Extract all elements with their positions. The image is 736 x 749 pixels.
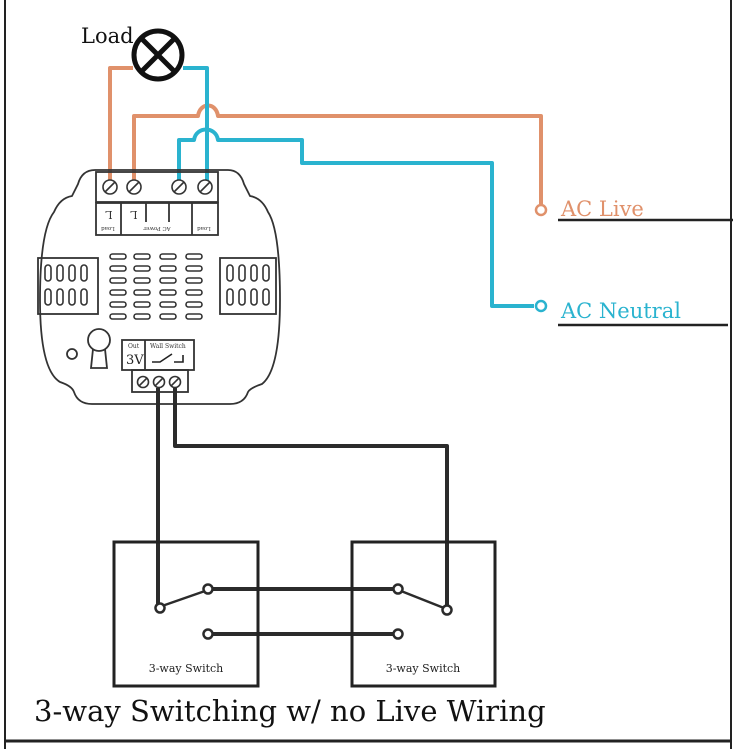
switch-right-label: 3-way Switch [386, 662, 461, 675]
neutral-wire-supply [177, 127, 534, 308]
screw-terminal-icon [102, 179, 213, 389]
switch-wire-right [173, 388, 449, 606]
terminal-label-load-2: Load [197, 225, 211, 231]
lamp-cross-icon [131, 28, 185, 82]
ac-live-terminal [534, 203, 548, 217]
ac-neutral-terminal [534, 299, 548, 313]
svg-text:L: L [105, 208, 113, 221]
wall-switch-label: Wall Switch [150, 343, 186, 350]
keyhole-icon [66, 328, 111, 369]
terminal-label-ac-power: AC Power [143, 225, 172, 231]
switch-wires [156, 388, 449, 636]
diagram-title: 3-way Switching w/ no Live Wiring [34, 694, 546, 728]
svg-text:L: L [130, 208, 138, 221]
out-label: Out [128, 343, 140, 350]
switch-left: 3-way Switch [112, 540, 260, 688]
voltage-label: 3V [126, 353, 144, 368]
terminal-labels: Load AC Power Load L L [101, 208, 211, 231]
live-wire-supply [132, 103, 543, 204]
neutral-wire-load [183, 66, 209, 184]
switch-symbol-icon [152, 353, 184, 363]
module-body [37, 169, 281, 405]
module-vents [44, 253, 270, 320]
neutral-wires [177, 66, 534, 308]
switch-left-label: 3-way Switch [149, 662, 224, 675]
load-label: Load [81, 24, 134, 48]
switch-right: 3-way Switch [350, 540, 497, 688]
ac-live-label: AC Live [560, 197, 644, 221]
ac-neutral-label: AC Neutral [560, 299, 681, 323]
terminal-label-load: Load [101, 225, 115, 231]
live-wire-load [108, 66, 133, 184]
outer-frame [4, 0, 732, 749]
